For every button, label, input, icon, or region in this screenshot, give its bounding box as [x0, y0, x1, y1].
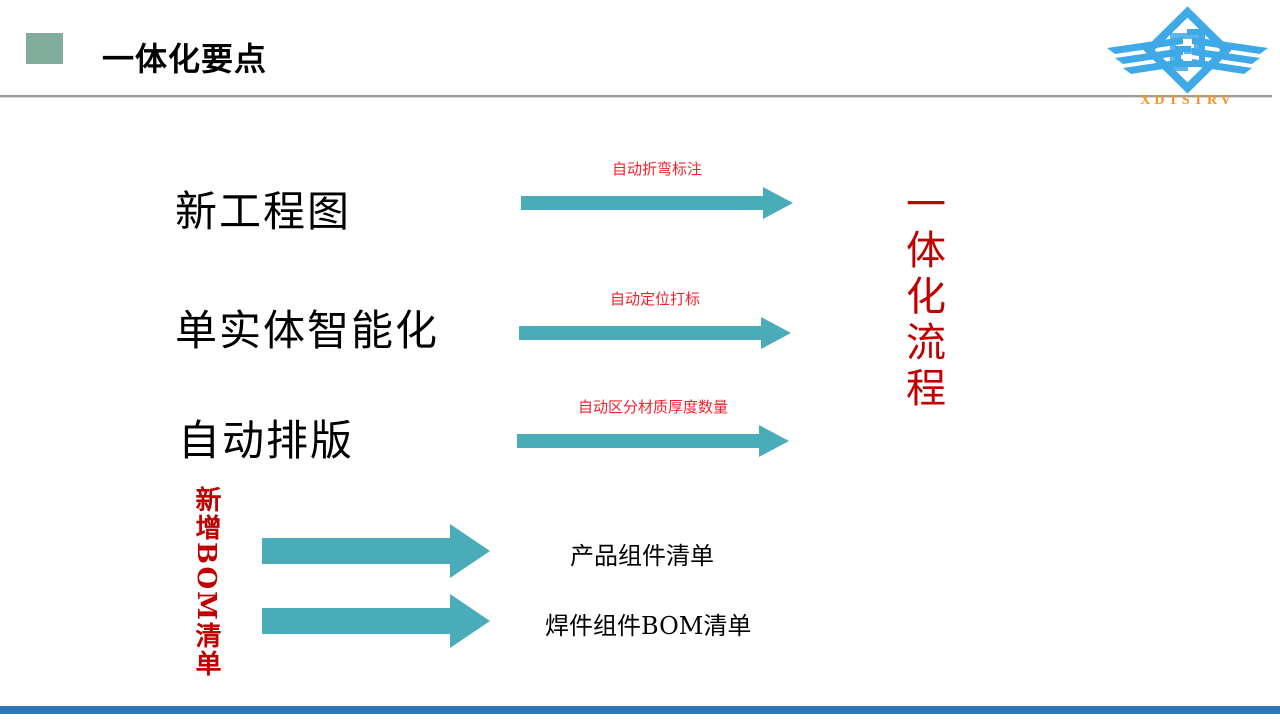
bom-label-prefix: 新增 — [191, 486, 221, 542]
flow-annotation-2: 自动定位打标 — [609, 290, 700, 308]
arrow-head — [450, 524, 490, 578]
bom-label-latin: BOM — [191, 542, 221, 622]
arrow-shaft — [262, 608, 450, 634]
arrow-head — [450, 594, 490, 648]
company-logo: XDTSTRV — [1107, 6, 1268, 108]
arrow-head — [759, 425, 789, 457]
flow-step-label-1: 新工程图 — [175, 187, 352, 236]
arrow-shaft — [262, 538, 450, 564]
bom-label-suffix: 清单 — [191, 621, 221, 678]
arrow-shaft — [519, 326, 761, 340]
footer-accent-bar — [0, 706, 1280, 714]
arrow-shaft — [521, 196, 763, 210]
flow-arrow-group-2: 自动定位打标 — [519, 288, 791, 349]
title-accent-square — [26, 33, 63, 64]
flow-arrow-group-1: 自动折弯标注 — [521, 158, 793, 219]
arrow-head — [763, 187, 793, 219]
right-arrow-icon — [262, 524, 490, 578]
page-title: 一体化要点 — [102, 41, 268, 77]
integrated-flow-vertical-label: 一体化流程 — [899, 183, 945, 413]
flow-step-label-3: 自动排版 — [178, 416, 355, 465]
header-divider — [0, 95, 1272, 98]
right-arrow-icon — [521, 187, 793, 219]
right-arrow-icon — [262, 594, 490, 648]
bom-item-label-2: 焊件组件BOM清单 — [545, 612, 752, 640]
flow-annotation-3: 自动区分材质厚度数量 — [577, 398, 728, 416]
flow-arrow-group-3: 自动区分材质厚度数量 — [517, 396, 789, 457]
flow-step-label-2: 单实体智能化 — [175, 306, 440, 355]
flow-annotation-1: 自动折弯标注 — [611, 160, 702, 178]
arrow-head — [761, 317, 791, 349]
right-arrow-icon — [519, 317, 791, 349]
right-arrow-icon — [517, 425, 789, 457]
bom-item-label-1: 产品组件清单 — [570, 542, 714, 570]
wings-icon — [1107, 37, 1268, 74]
new-bom-list-vertical-label: 新增BOM清单 — [188, 486, 225, 678]
diamond-emblem-icon — [1143, 6, 1232, 94]
logo-caption: XDTSTRV — [1140, 93, 1234, 108]
arrow-shaft — [517, 434, 759, 448]
